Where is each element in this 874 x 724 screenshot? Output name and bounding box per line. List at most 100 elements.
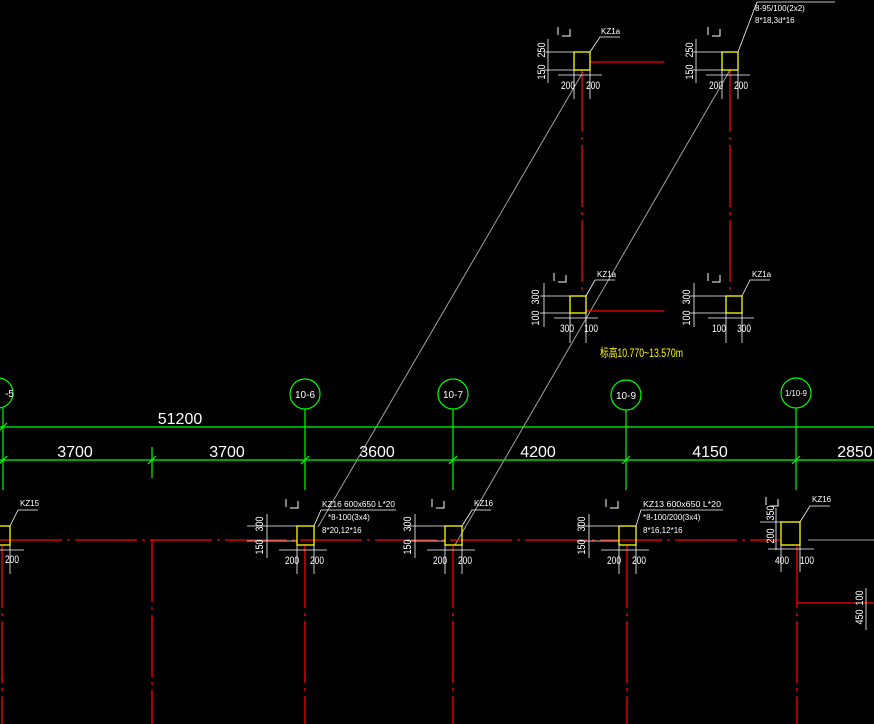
dimension-tick — [621, 455, 631, 465]
dim-horizontal-left: 200 — [607, 555, 621, 567]
dimension-segment: 3700 — [209, 444, 245, 461]
dimension-tick — [300, 455, 310, 465]
dim-horizontal-left: 200 — [433, 555, 447, 567]
dimension-segment: 2850 — [837, 444, 873, 461]
dimension-segment: 4150 — [692, 444, 728, 461]
dim-vertical-top: 350 — [765, 506, 777, 521]
dim-horizontal-left: 200 — [709, 80, 723, 92]
dim-horizontal-right: 200 — [586, 80, 600, 92]
column-label-line: 8*20,12*16 — [322, 526, 362, 535]
column-upper-right: 250 150 200 200 8-95/100(2x2) 8*18,3d*16 — [684, 1, 835, 99]
dimension-tick — [791, 455, 801, 465]
edge-dimension-right: 100 450 — [854, 588, 867, 630]
leader-line — [635, 509, 723, 527]
section-mark-icon — [765, 497, 779, 507]
dim-horizontal-right: 200 — [632, 555, 646, 567]
column-label-line: 8*18,3d*16 — [755, 16, 795, 25]
dim-horizontal-right: 100 — [584, 323, 598, 335]
dimension-tick — [0, 422, 8, 431]
reference-lines — [317, 69, 874, 546]
dimension-tick — [0, 455, 8, 464]
column-label: KZ1a — [597, 270, 617, 279]
leader-line — [9, 509, 38, 527]
column-outline — [721, 51, 739, 71]
reference-line-diagonal-1 — [317, 71, 584, 528]
axis-label: 10-7 — [443, 390, 463, 401]
dim-vertical-bottom: 150 — [402, 540, 414, 555]
column-label: KZ16 — [812, 495, 832, 504]
dim-horizontal-right: 200 — [5, 554, 19, 566]
axis-bubble — [0, 377, 14, 409]
column-label-line: *8-100/200(3x4) — [643, 513, 701, 522]
section-mark-icon — [707, 273, 721, 283]
dim-vertical-top: 300 — [530, 290, 542, 305]
dim-horizontal-left: 200 — [561, 80, 575, 92]
dimension-segment: 3700 — [57, 444, 93, 461]
column-bottom-4: 300 150 200 200 KZ13 600x650 L*20 *8-100… — [576, 499, 723, 574]
dimension-tick — [448, 455, 458, 465]
dim-horizontal-left: 400 — [775, 555, 789, 567]
dim-horizontal-right: 200 — [310, 555, 324, 567]
column-bottom-3: 300 150 200 200 KZ16 — [402, 499, 494, 574]
dim-horizontal-right: 100 — [800, 555, 814, 567]
dim-horizontal-right: 300 — [737, 323, 751, 335]
dim-vertical-bottom: 200 — [765, 529, 777, 544]
dim-vertical-bottom: 150 — [536, 65, 548, 80]
column-label: KZ1a — [601, 27, 621, 36]
dim-vertical-top: 300 — [402, 517, 414, 532]
dim-vertical-bottom: 150 — [576, 540, 588, 555]
column-outline — [618, 525, 637, 546]
axis-bubble — [437, 378, 469, 410]
section-mark-icon — [707, 27, 721, 37]
axis-bubble — [289, 378, 321, 410]
elevation-note: 标高10.770~13.570m — [600, 345, 683, 360]
dim-horizontal-left: 100 — [712, 323, 726, 335]
column-label: KZ1a — [752, 270, 772, 279]
section-mark-icon — [557, 27, 571, 37]
dim-vertical-top: 250 — [536, 43, 548, 58]
column-label: KZ15 — [20, 499, 40, 508]
column-outline — [573, 51, 591, 71]
column-middle-left: 300 100 300 100 KZ1a — [530, 270, 617, 343]
leader-line — [799, 505, 830, 523]
column-outline — [0, 525, 11, 546]
dim-vertical-top: 300 — [254, 517, 266, 532]
column-outline — [444, 525, 463, 546]
column-label-line: KZ16 600x650 L*20 — [322, 500, 396, 509]
axis-system: -5 10-6 10-7 10-9 1/10-9 51200 3700 3700… — [0, 377, 874, 490]
leader-line — [737, 1, 835, 53]
dimension-tick — [147, 455, 157, 465]
dim-vertical-top: 300 — [681, 290, 693, 305]
leader-line — [741, 279, 770, 297]
dimension-segment: 4200 — [520, 444, 556, 461]
dim-horizontal-right: 200 — [458, 555, 472, 567]
column-label: KZ16 — [474, 499, 494, 508]
column-bottom-1: 200 KZ15 — [0, 499, 40, 574]
column-outline — [296, 525, 315, 546]
column-outline — [725, 295, 743, 314]
section-mark-icon — [605, 499, 619, 509]
dimension-total: 51200 — [158, 411, 203, 428]
leader-line — [313, 509, 396, 527]
column-outline — [780, 521, 801, 546]
dim-horizontal-left: 300 — [560, 323, 574, 335]
leader-line — [585, 279, 615, 297]
column-bottom-2: 300 150 200 200 KZ16 600x650 L*20 *8-100… — [247, 499, 396, 574]
axis-label: 1/10-9 — [785, 389, 808, 398]
column-label-line: 8-95/100(2x2) — [755, 4, 805, 13]
axis-label: 10-9 — [616, 391, 636, 402]
column-label-line: *8-100(3x4) — [328, 513, 370, 522]
dim-vertical-top: 250 — [684, 43, 696, 58]
reference-line-diagonal-2 — [454, 69, 731, 546]
column-label-line: KZ13 600x650 L*20 — [643, 500, 722, 509]
dim-vertical-top: 100 — [854, 591, 866, 606]
axis-label: -5 — [5, 389, 14, 400]
column-label-line: 8*16,12*16 — [643, 526, 683, 535]
axis-bubble — [610, 379, 642, 411]
dim-vertical-bottom: 100 — [681, 311, 693, 326]
leader-line — [461, 509, 491, 527]
column-outline — [569, 295, 587, 314]
column-bottom-5: 350 200 400 100 KZ16 — [760, 495, 832, 572]
column-grid-lines — [0, 61, 874, 724]
